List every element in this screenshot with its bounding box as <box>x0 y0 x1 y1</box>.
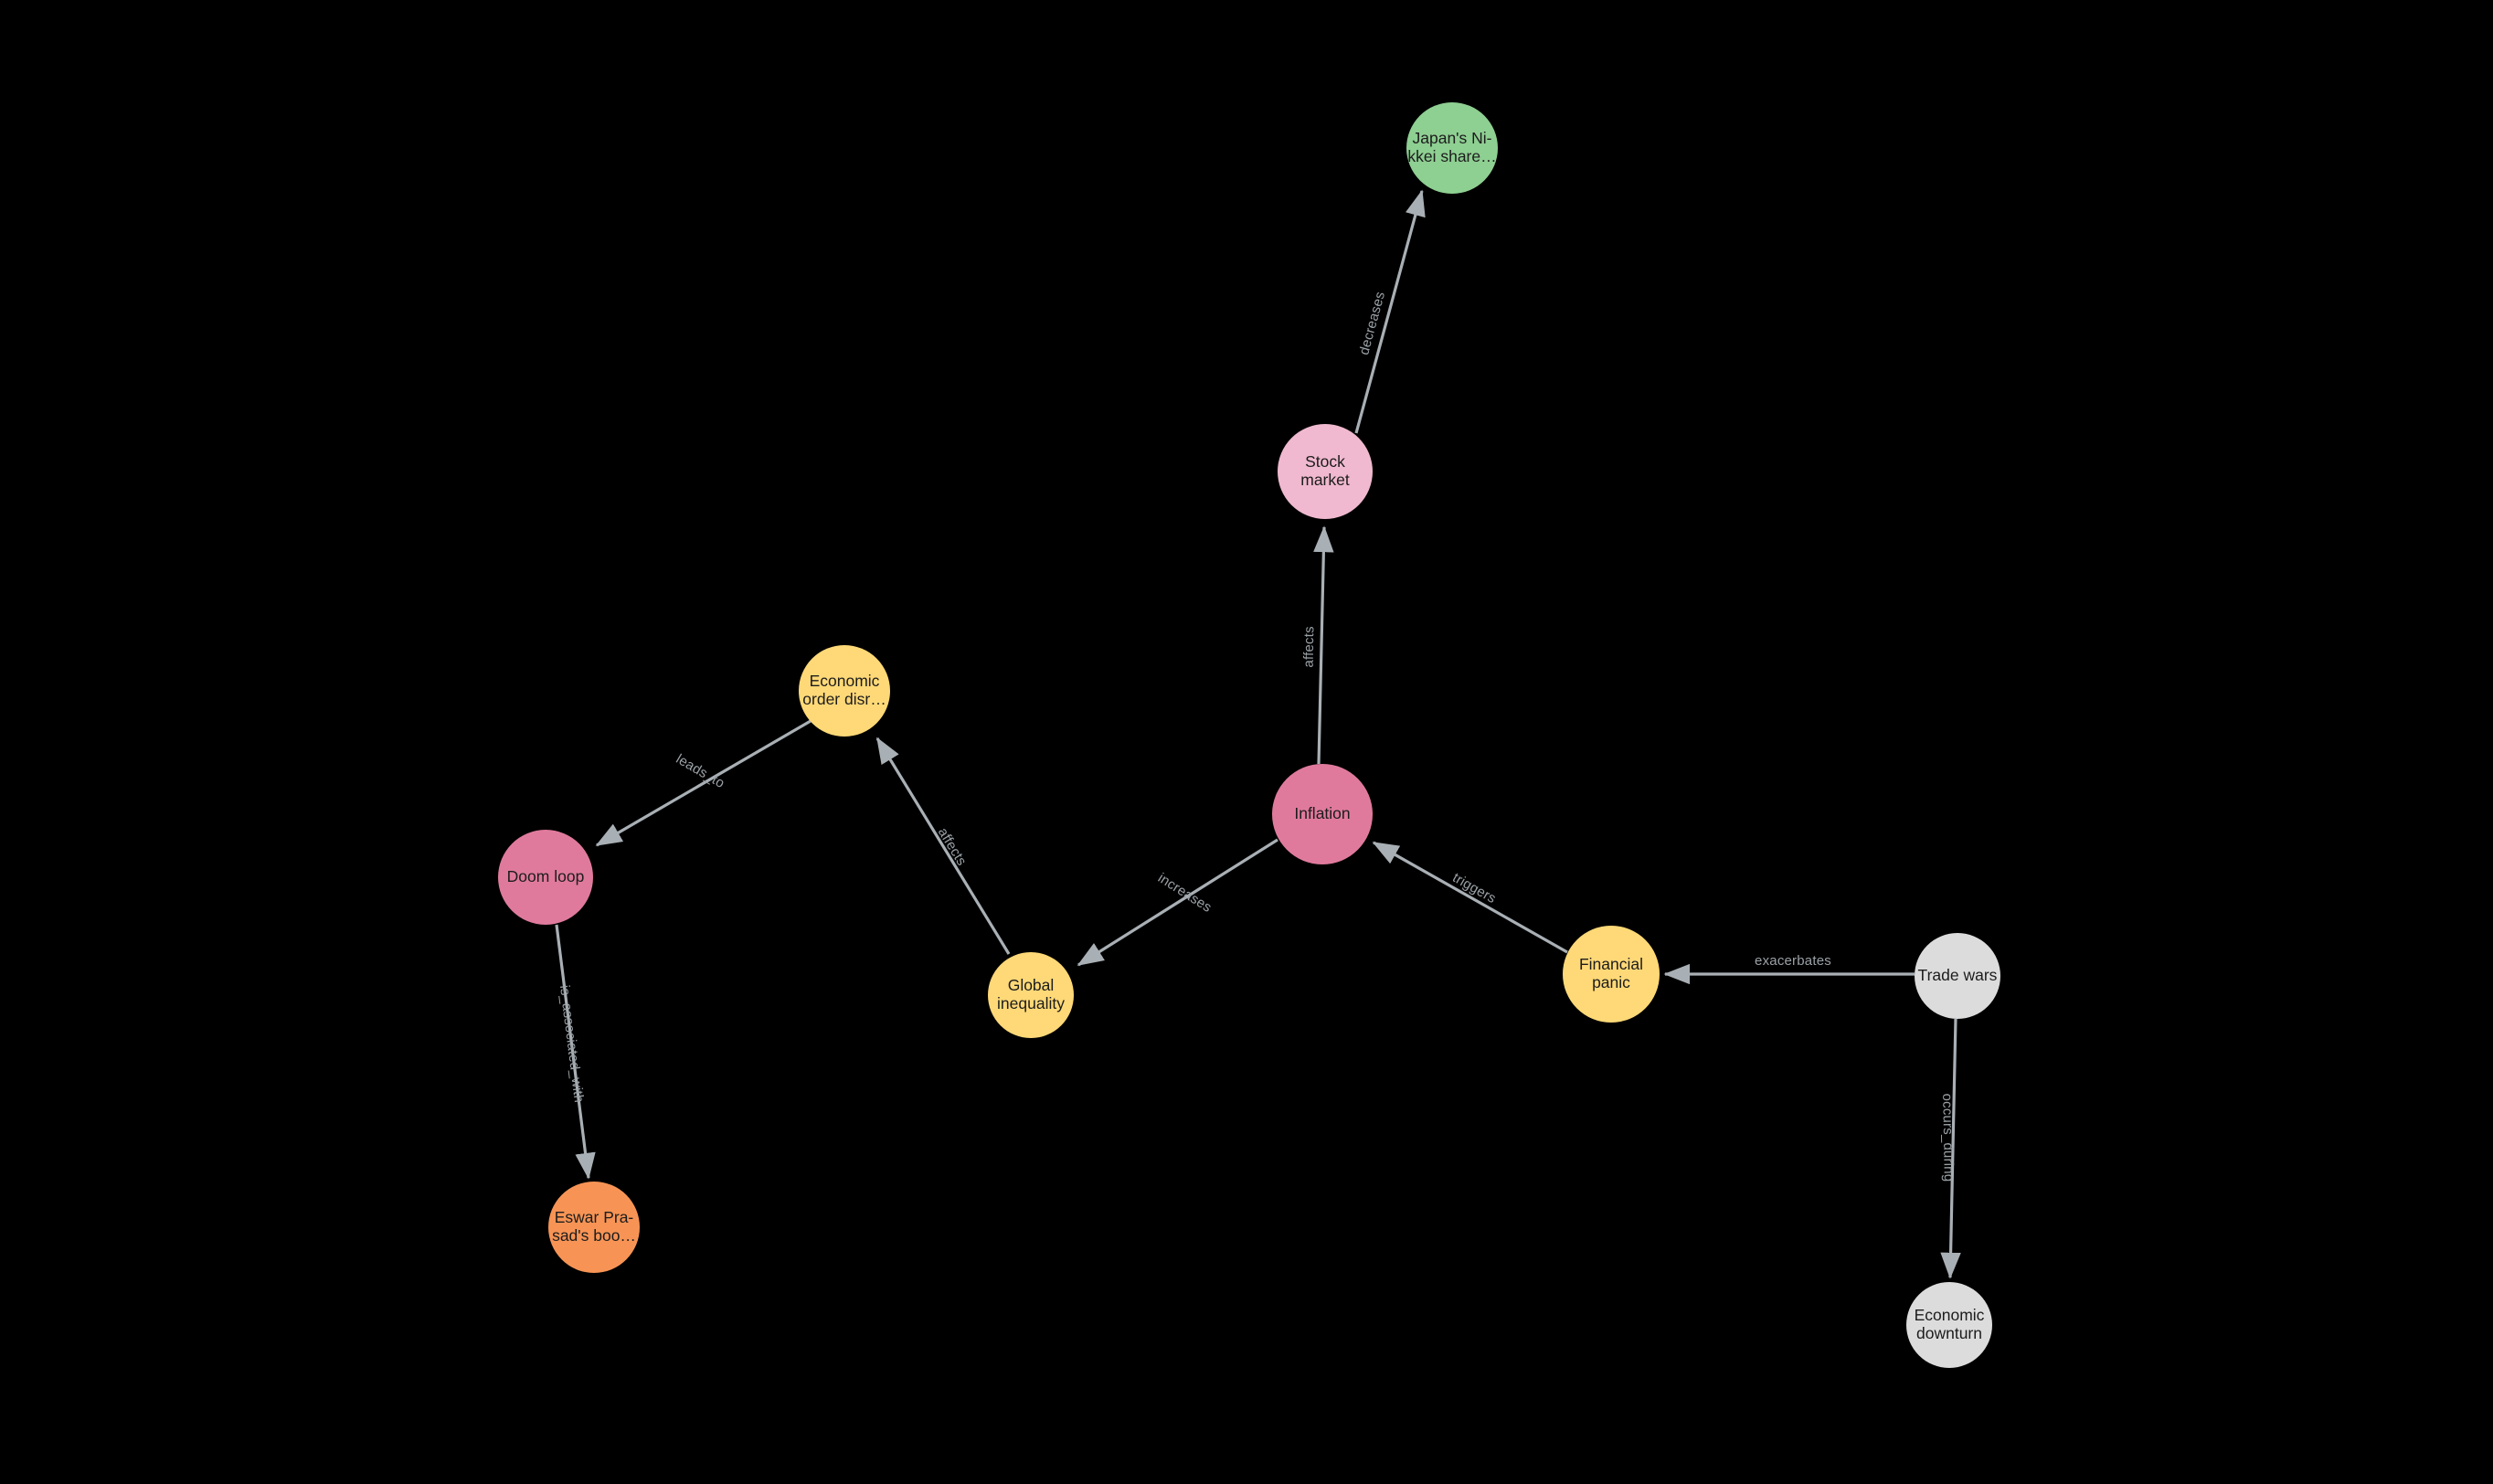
graph-edge[interactable] <box>875 737 1011 955</box>
node-circle[interactable] <box>988 952 1074 1038</box>
graph-edge[interactable] <box>1354 189 1426 434</box>
edge-label: increases <box>1155 870 1215 916</box>
graph-edge[interactable] <box>555 924 596 1180</box>
graph-node-japan_nikkei[interactable]: Japan's Ni-kkei share… <box>1406 102 1498 194</box>
node-circle[interactable] <box>1272 764 1373 864</box>
node-circle[interactable] <box>1278 424 1373 519</box>
node-circle[interactable] <box>799 645 890 737</box>
graph-edge[interactable] <box>1077 838 1278 967</box>
node-circle[interactable] <box>1406 102 1498 194</box>
edge-labels-layer: decreasesaffectsleads_toaffectsincreases… <box>557 290 1957 1182</box>
edge-label: exacerbates <box>1755 953 1831 969</box>
edge-label: decreases <box>1356 290 1388 356</box>
node-circle[interactable] <box>1563 926 1660 1023</box>
graph-node-inflation[interactable]: Inflation <box>1272 764 1373 864</box>
edges-layer <box>555 189 1961 1279</box>
graph-node-trade_wars[interactable]: Trade wars <box>1915 933 2000 1019</box>
edge-label: affects <box>1301 626 1318 668</box>
edge-label: is_associated_with <box>557 984 587 1104</box>
graph-edge[interactable] <box>1313 525 1334 765</box>
graph-node-eswar_prasad_book[interactable]: Eswar Pra-sad's boo… <box>548 1182 640 1273</box>
node-circle[interactable] <box>1906 1282 1992 1368</box>
node-circle[interactable] <box>1915 933 2000 1019</box>
graph-edge[interactable] <box>595 719 812 847</box>
node-circle[interactable] <box>548 1182 640 1273</box>
node-circle[interactable] <box>498 830 593 925</box>
graph-node-doom_loop[interactable]: Doom loop <box>498 830 593 925</box>
graph-edge[interactable] <box>1940 1018 1961 1279</box>
graph-edge[interactable] <box>1372 841 1568 954</box>
edge-label: occurs_during <box>1939 1093 1957 1182</box>
